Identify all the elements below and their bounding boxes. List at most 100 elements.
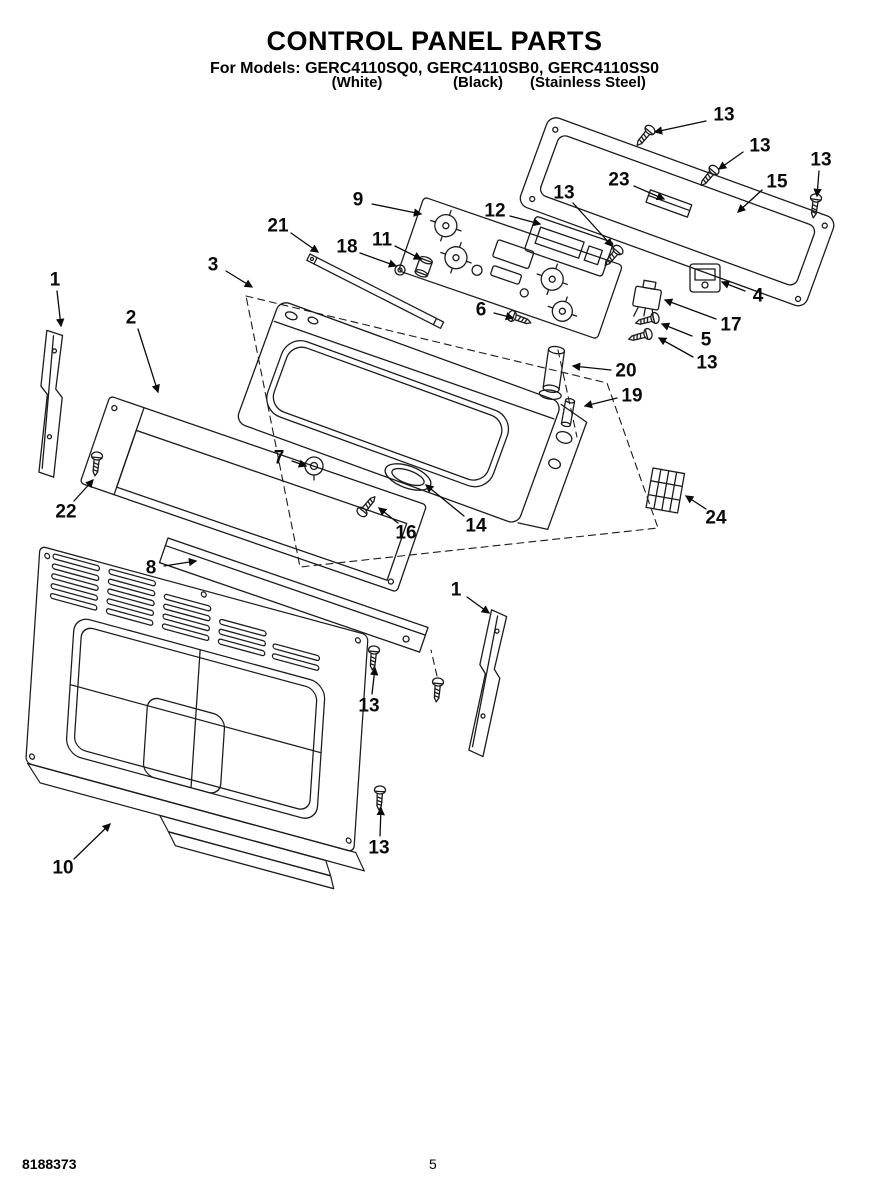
screw-icon [807,192,823,220]
callout-22: 22 [55,502,76,523]
callout-2: 2 [126,308,137,329]
callout-9: 9 [353,190,364,211]
callout-1: 1 [50,270,61,291]
callout-13: 13 [696,353,717,374]
leader-arrow-4 [720,280,746,292]
callout-13: 13 [368,838,389,859]
leader-arrow-13 [376,806,385,837]
leader-arrow-13 [717,151,744,170]
alignment-dashed-line [557,349,578,438]
document-number: 8188373 [22,1156,77,1172]
callout-8: 8 [146,558,157,579]
screw-icon [626,327,654,346]
callout-17: 17 [720,315,741,336]
screw-icon [372,785,387,811]
models-line: For Models: GERC4110SQ0, GERC4110SB0, GE… [209,60,660,77]
leader-arrow-16 [378,507,399,524]
callout-11: 11 [372,230,393,251]
part-side-trim [38,329,64,478]
screw-icon [633,311,661,330]
callout-15: 15 [766,172,788,193]
part-side-trim [468,609,508,758]
callout-24: 24 [705,508,727,529]
callout-3: 3 [208,255,219,276]
leader-arrow-12 [509,215,542,227]
finish-label-black: (Black) [452,74,504,91]
leader-arrow-9 [371,203,423,217]
leader-arrow-6 [493,312,515,321]
part-square-component [689,263,721,293]
part-backsplash-frame [519,117,835,307]
part-switch [632,279,662,321]
leader-arrow-7 [291,459,308,468]
leader-arrow-13 [572,202,613,247]
part-console-panel [237,302,588,531]
callout-14: 14 [465,516,487,537]
callout-4: 4 [753,286,764,307]
part-knob [304,456,324,481]
leader-arrow-13 [657,337,694,358]
screw-icon [366,644,381,672]
leader-arrow-2 [137,328,160,394]
leader-arrow-22 [73,479,94,502]
part-trim-strip [306,253,445,329]
callout-7: 7 [274,448,285,469]
callout-20: 20 [615,361,636,382]
screw-icon [354,492,380,520]
leader-arrow-8 [163,557,198,567]
leader-arrow-10 [73,823,111,860]
leader-arrow-20 [571,362,612,371]
callout-13: 13 [713,105,734,126]
callout-1: 1 [451,580,462,601]
leader-arrow-14 [425,484,465,517]
part-end-frame [80,396,427,592]
callout-16: 16 [395,523,416,544]
leader-arrow-18 [359,252,398,268]
part-rear-panel [25,546,369,890]
leader-arrow-15 [737,189,763,213]
callout-13: 13 [358,696,379,717]
finish-label-stainless: (Stainless Steel) [530,74,646,91]
leader-arrow-21 [290,232,320,253]
callout-23: 23 [608,170,629,191]
leader-arrow-24 [684,495,707,510]
callout-13: 13 [553,183,574,204]
leader-arrow-5 [660,322,693,337]
screw-icon [600,242,626,270]
dashed-assembly-outline [245,295,659,568]
part-spacer-11 [414,255,433,278]
leader-arrow-1 [466,596,491,614]
part-closing-strip [158,537,429,653]
callout-18: 18 [336,237,357,258]
page-title: CONTROL PANEL PARTS [266,26,603,56]
part-clock-display [524,216,614,277]
leader-arrow-11 [394,245,423,260]
screw-icon [632,122,658,150]
callout-19: 19 [621,386,642,407]
callout-13: 13 [810,150,831,171]
page-number: 5 [429,1156,437,1172]
leader-arrow-13 [653,120,707,135]
callout-21: 21 [267,216,289,237]
part-grommet-18 [394,264,406,276]
part-control-membrane [399,197,623,339]
callout-6: 6 [476,300,487,321]
callout-12: 12 [484,201,505,222]
callout-10: 10 [52,858,73,879]
part-finned-component [645,467,686,514]
part-spacer-20 [538,345,566,401]
page-header: CONTROL PANEL PARTS For Models: GERC4110… [0,26,869,78]
screw-icon [88,450,104,478]
leader-arrow-13 [369,666,379,695]
leader-arrow-3 [225,270,254,288]
callout-5: 5 [701,330,712,351]
leader-arrow-17 [663,298,717,320]
alignment-dashed-line [430,649,438,677]
finish-label-white: (White) [331,74,383,91]
callout-13: 13 [749,136,770,157]
leader-arrow-19 [583,397,618,409]
leader-arrow-1 [55,290,65,328]
